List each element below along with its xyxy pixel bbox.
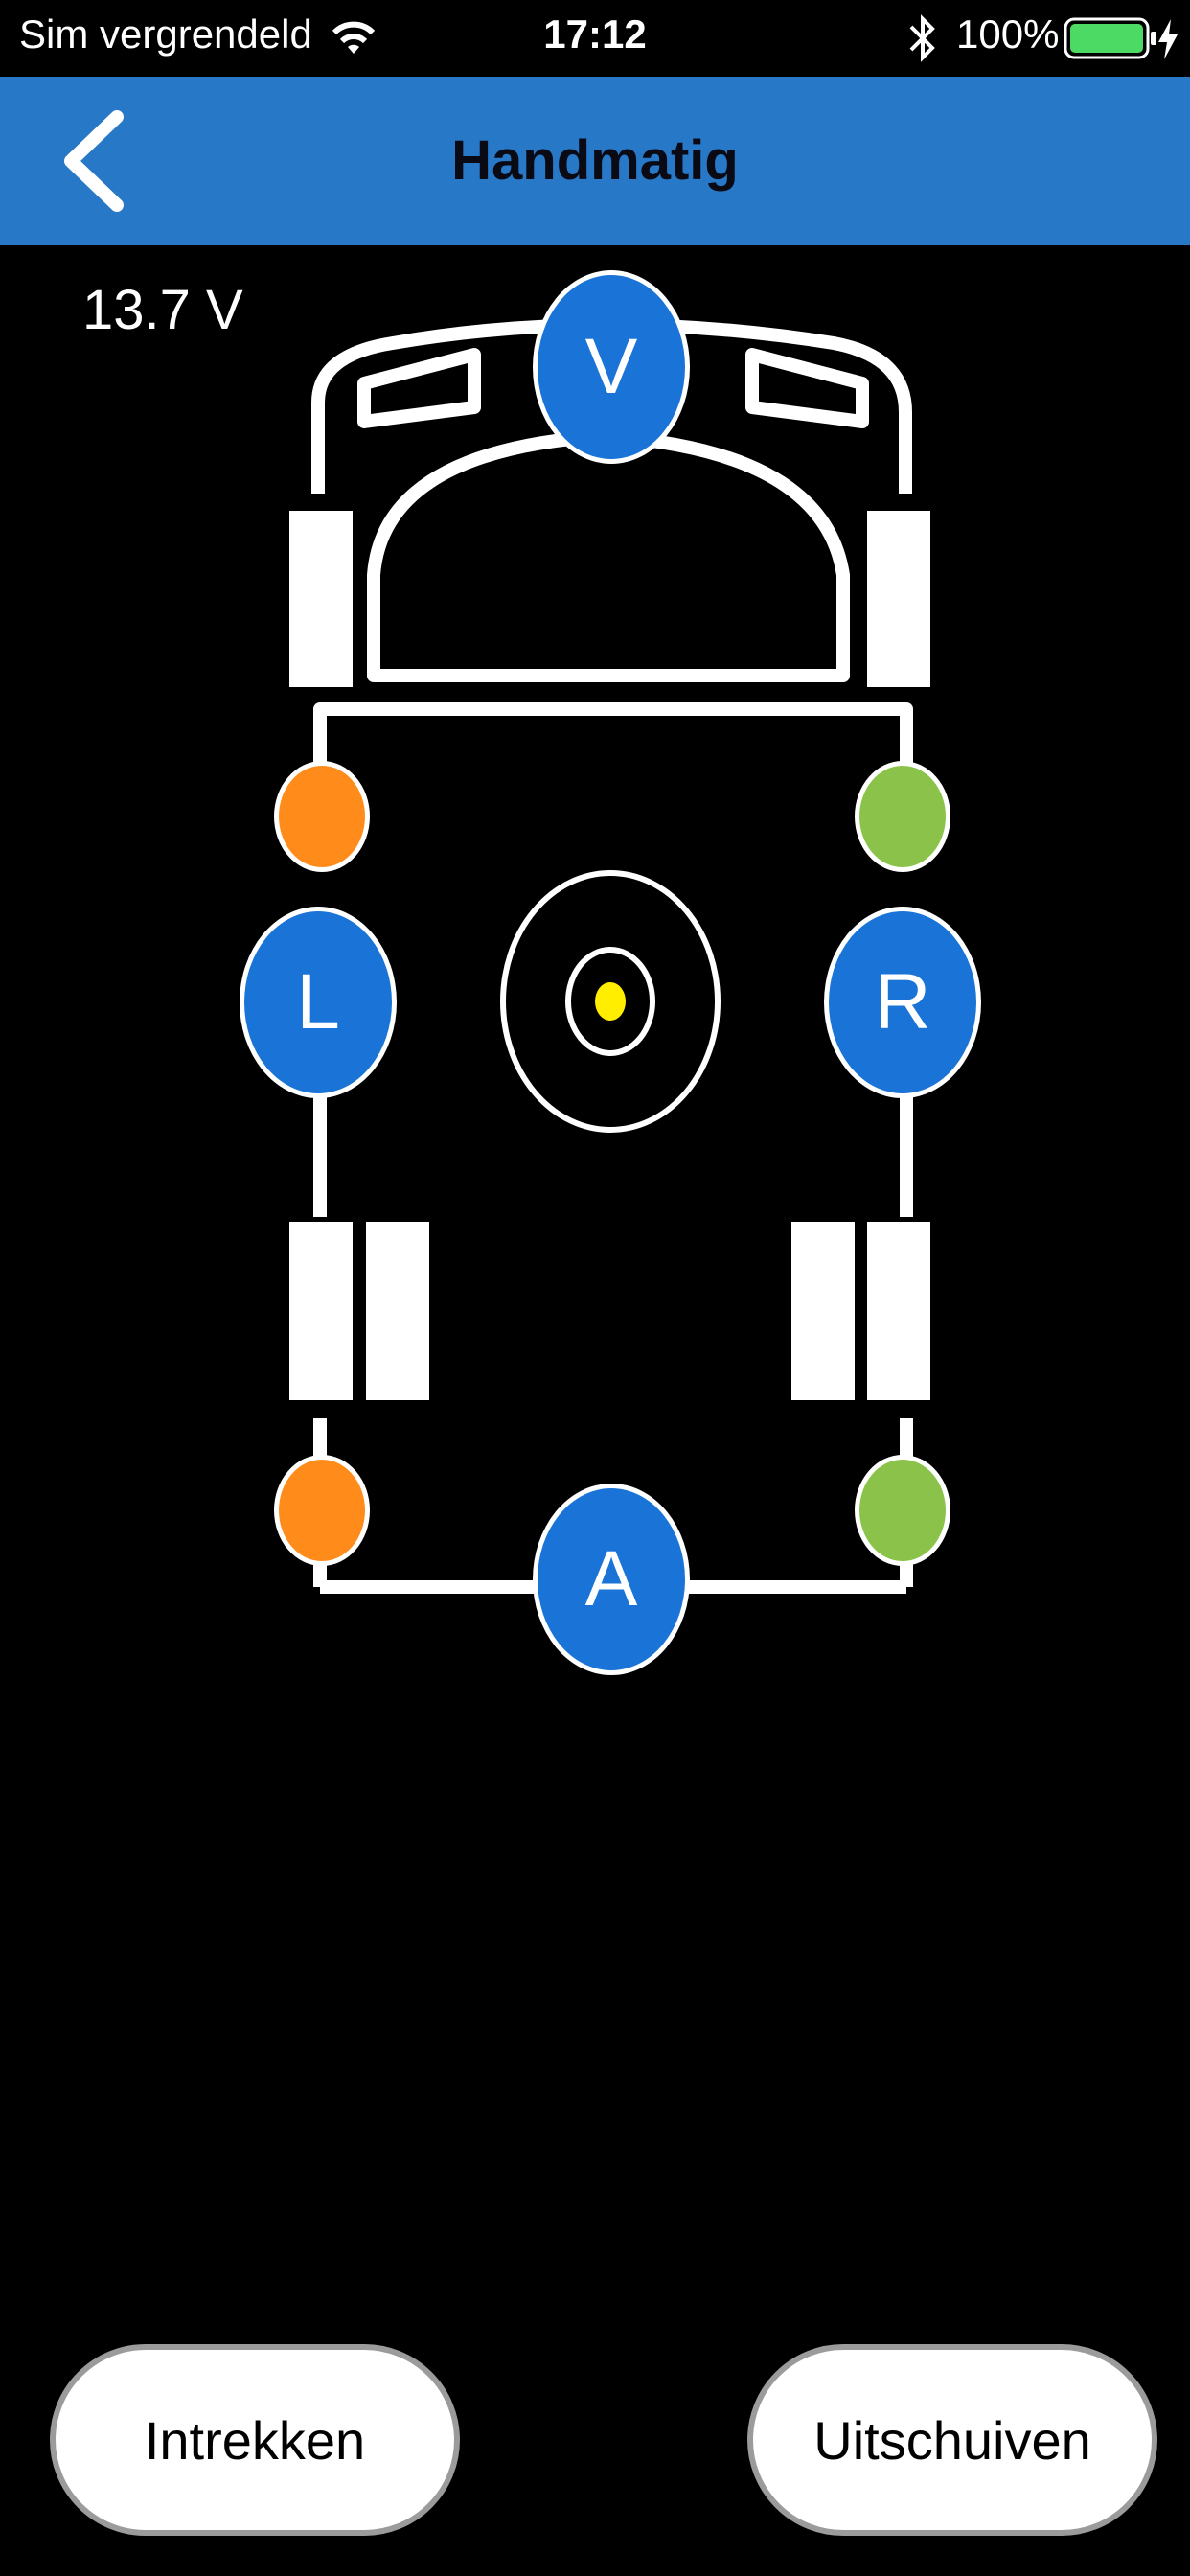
rear-right-wheel-inner — [791, 1222, 855, 1400]
level-inner-ring — [565, 947, 655, 1056]
front-right-indicator — [855, 761, 950, 872]
rear-leg-button[interactable]: A — [533, 1484, 690, 1675]
retract-button[interactable]: Intrekken — [50, 2344, 460, 2536]
rear-right-wheel-outer — [867, 1222, 930, 1400]
battery-percentage: 100% — [956, 12, 1060, 57]
level-bubble — [595, 982, 626, 1021]
wifi-icon — [332, 21, 376, 54]
front-left-wheel — [289, 511, 353, 687]
status-bar: Sim vergrendeld 17:12 100% — [0, 0, 1190, 77]
rear-right-indicator — [855, 1455, 950, 1566]
rear-left-wheel-outer — [289, 1222, 353, 1400]
left-leg-button[interactable]: L — [240, 907, 397, 1098]
extend-button[interactable]: Uitschuiven — [747, 2344, 1157, 2536]
cab-window-right — [745, 348, 869, 428]
charging-bolt-icon — [1158, 19, 1178, 59]
level-outer-ring — [500, 870, 721, 1133]
front-right-wheel — [867, 511, 930, 687]
page-title: Handmatig — [451, 129, 739, 192]
chevron-left-icon[interactable] — [50, 105, 146, 217]
cab-interior-outline — [367, 429, 850, 682]
body-outline — [313, 702, 913, 829]
voltage-readout: 13.7 V — [82, 279, 243, 341]
battery-icon — [1064, 17, 1156, 59]
rear-left-indicator — [274, 1455, 370, 1566]
right-leg-button[interactable]: R — [824, 907, 981, 1098]
carrier-label: Sim vergrendeld — [19, 12, 312, 57]
front-left-indicator — [274, 761, 370, 872]
cab-window-left — [357, 348, 481, 428]
navigation-bar: Handmatig — [0, 77, 1190, 245]
front-leg-button[interactable]: V — [533, 270, 690, 464]
bluetooth-icon — [909, 14, 935, 62]
clock: 17:12 — [543, 12, 647, 57]
rear-left-wheel-inner — [366, 1222, 429, 1400]
